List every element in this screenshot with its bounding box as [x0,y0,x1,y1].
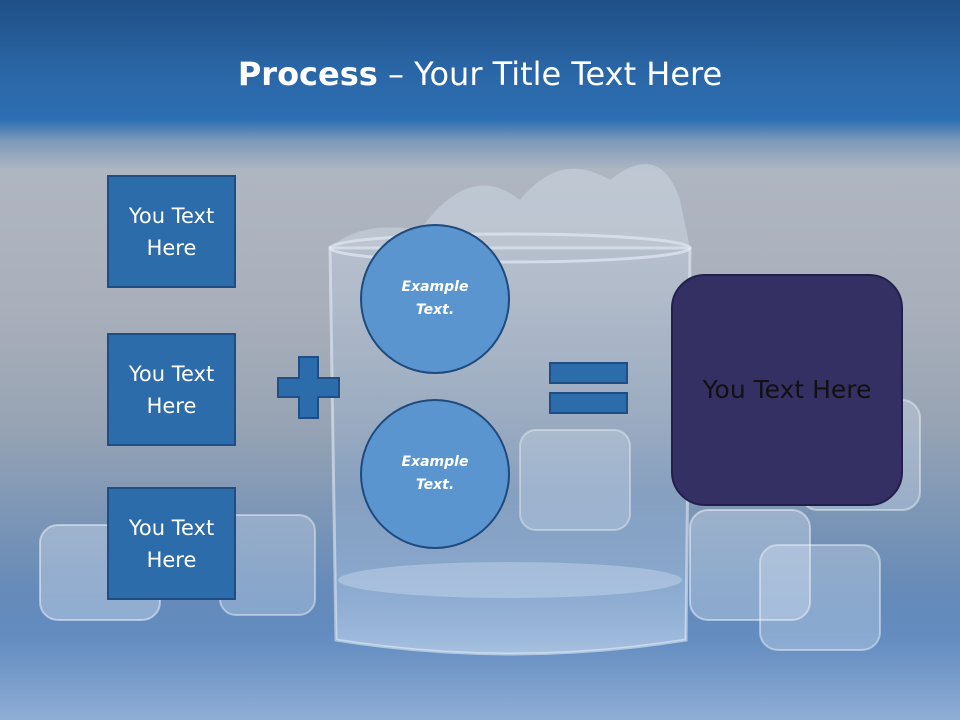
input-box-1: You Text Here [107,175,236,288]
plus-icon [277,356,340,419]
example-circle-2: Example Text. [360,399,510,549]
title-bold: Process [237,55,378,93]
input-box-2: You Text Here [107,333,236,446]
example-circle-1-label: Example Text. [401,279,469,318]
input-box-3: You Text Here [107,487,236,600]
input-box-1-label: You Text Here [128,203,215,260]
result-box: You Text Here [671,274,903,506]
equals-icon [549,362,628,414]
input-box-2-label: You Text Here [128,361,215,418]
slide-title: Process – Your Title Text Here [0,52,960,96]
title-rest: – Your Title Text Here [377,55,723,93]
input-box-3-label: You Text Here [128,515,215,572]
result-box-label: You Text Here [702,375,872,404]
example-circle-1: Example Text. [360,224,510,374]
example-circle-2-label: Example Text. [401,454,469,493]
